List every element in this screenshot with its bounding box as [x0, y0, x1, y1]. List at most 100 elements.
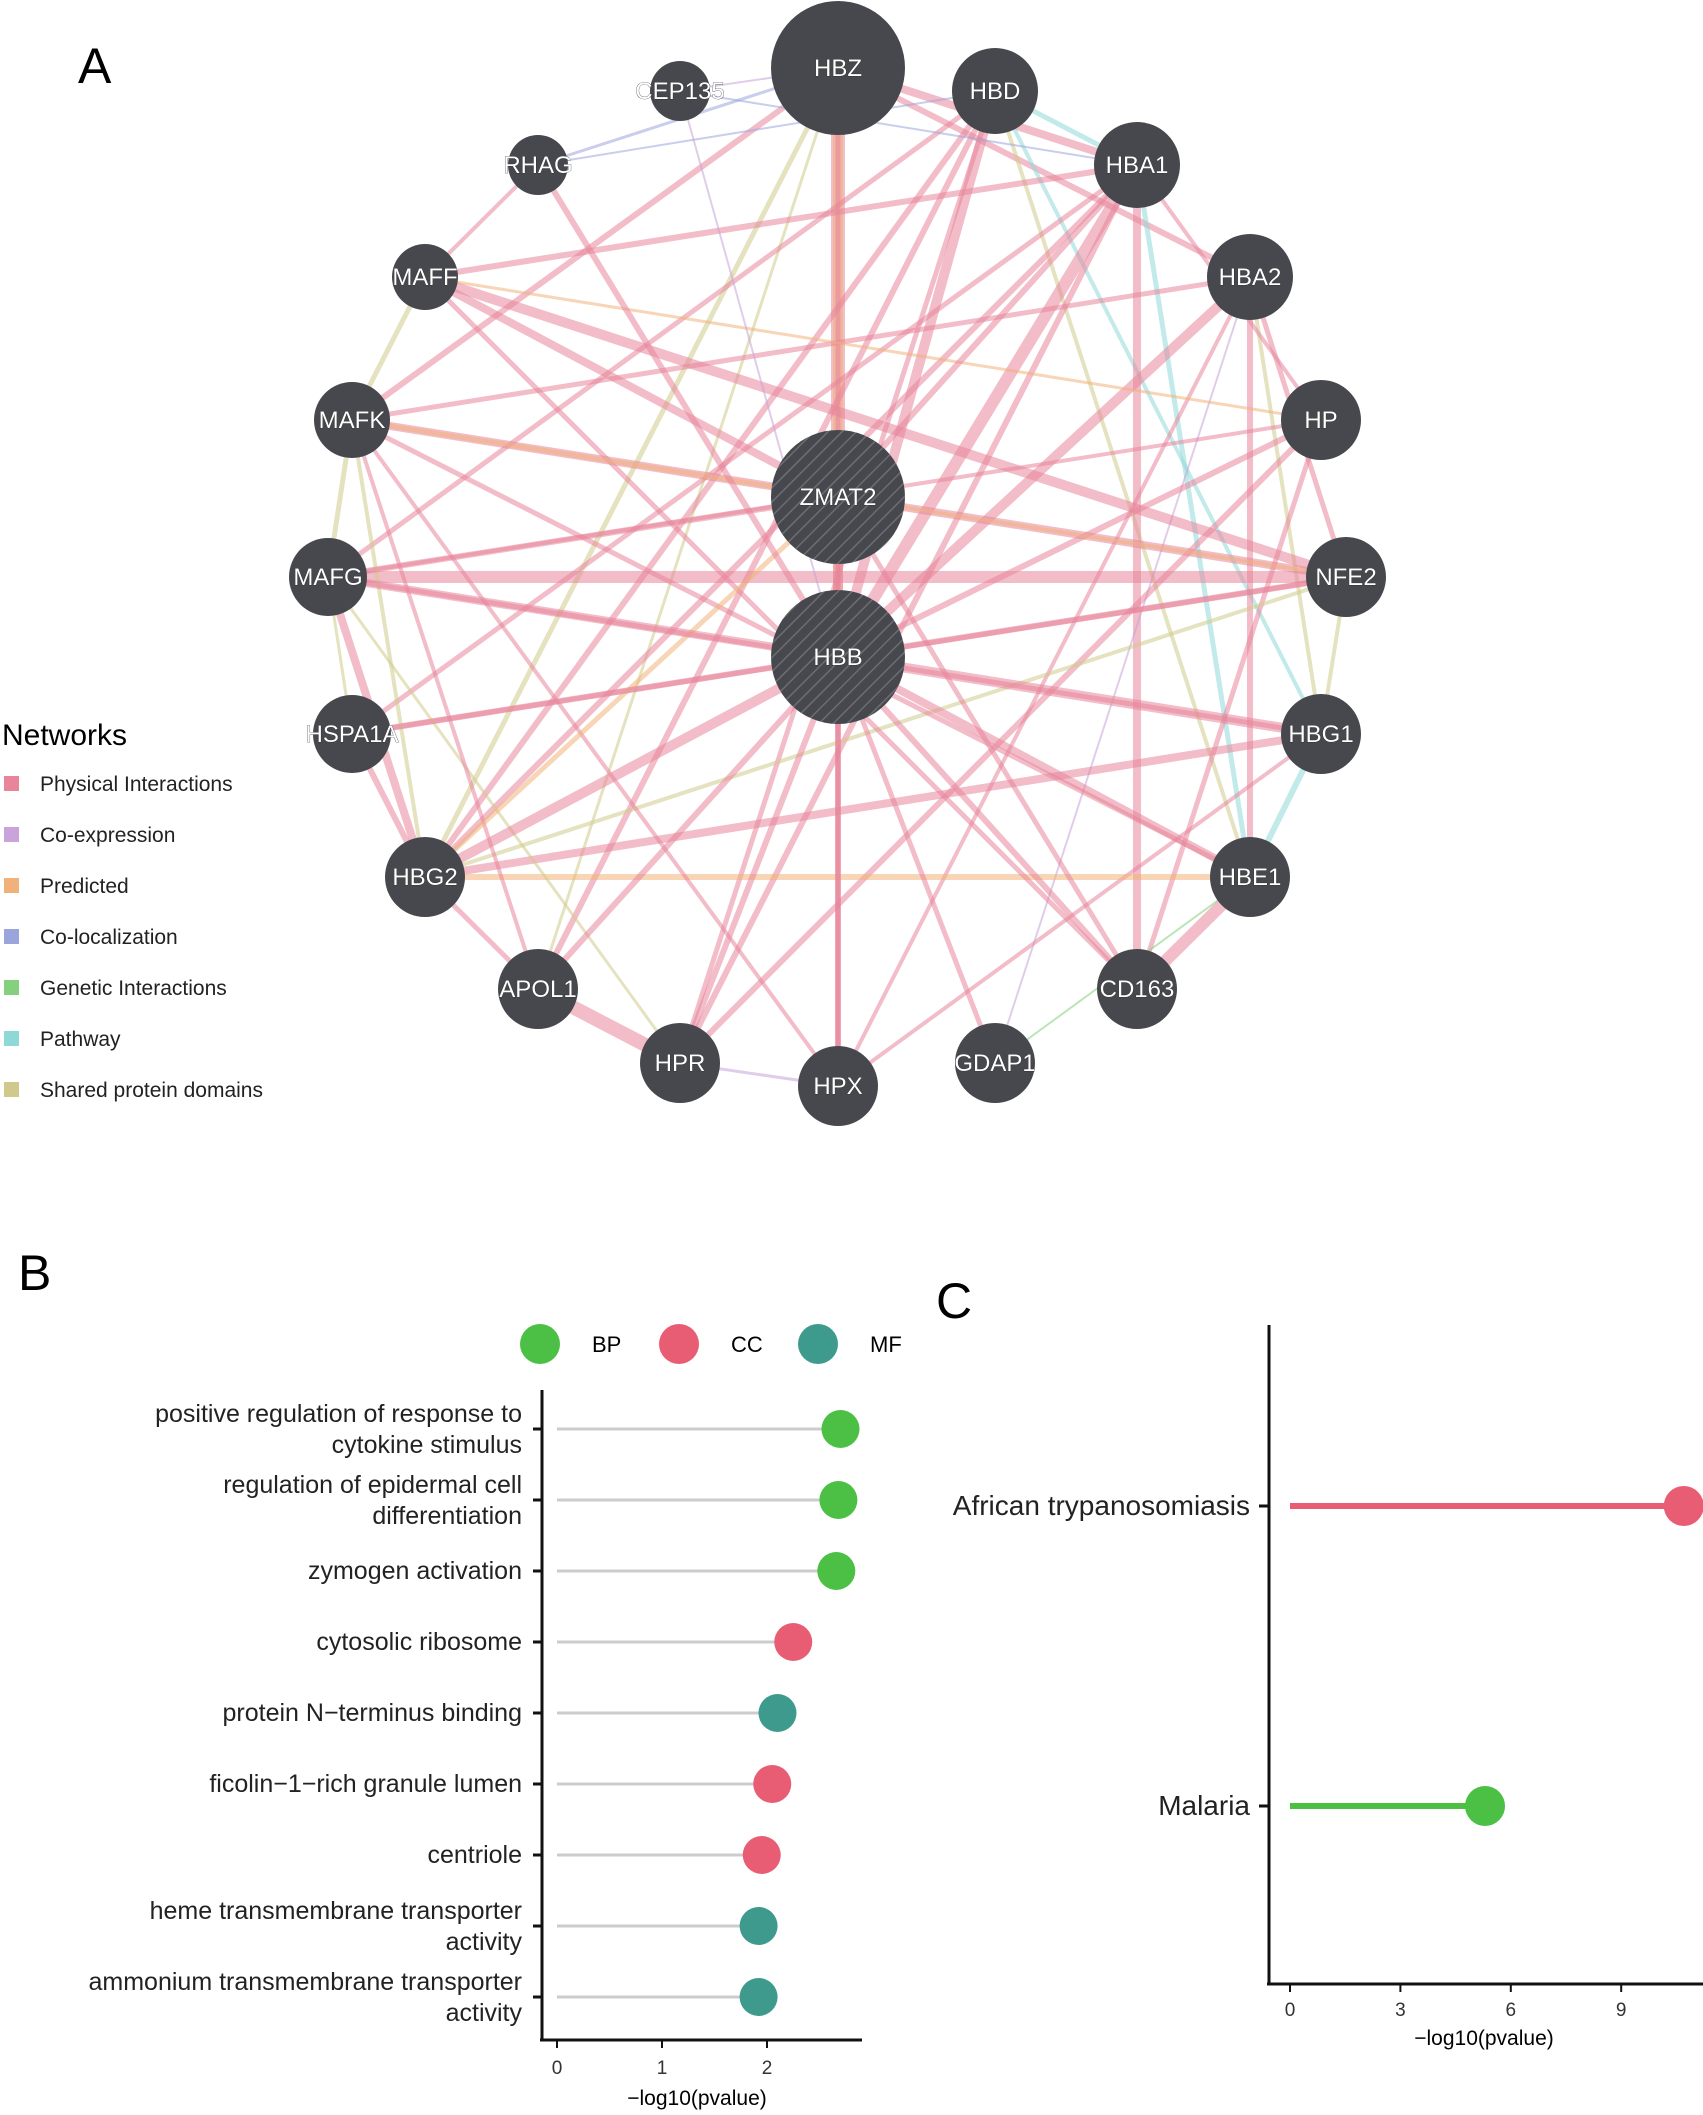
network-edge: [993, 89, 1252, 879]
node-maff[interactable]: MAFF: [392, 244, 458, 310]
node-label: HBA2: [1219, 264, 1282, 291]
go-term-row: cytosolic ribosome: [316, 1623, 813, 1661]
node-label: HBB: [813, 644, 862, 671]
node-hp[interactable]: HP: [1281, 380, 1361, 460]
lollipop-point: [758, 1694, 797, 1732]
node-hbb[interactable]: HBB: [771, 590, 905, 724]
network-edge: [1248, 275, 1323, 736]
node-circle: [955, 1023, 1035, 1103]
node-circle: [1281, 694, 1361, 774]
go-legend-item-mf: MF: [798, 1324, 902, 1364]
node-hbe1[interactable]: HBE1: [1210, 837, 1290, 917]
network-legend-item: Co-expression: [4, 824, 175, 847]
legend-marker: [659, 1324, 699, 1364]
go-term-row: positive regulation of response tocytoki…: [155, 1400, 860, 1459]
node-hbz[interactable]: HBZ: [771, 1, 905, 135]
node-hbg2[interactable]: HBG2: [385, 837, 465, 917]
lollipop-point: [821, 1410, 860, 1448]
network-edge: [420, 652, 843, 882]
go-term-label: centriole: [428, 1841, 523, 1869]
go-term-label: regulation of epidermal cell: [223, 1471, 522, 1499]
go-term-label: protein N−terminus binding: [223, 1699, 522, 1727]
node-label: HBZ: [814, 55, 862, 82]
network-legend-item: Co-localization: [4, 926, 178, 949]
legend-label: MF: [870, 1332, 902, 1357]
network-edge: [835, 162, 1140, 500]
network-edge: [833, 86, 1000, 662]
node-mafk[interactable]: MAFK: [314, 382, 390, 458]
node-circle: [392, 244, 458, 310]
lollipop-point: [739, 1978, 778, 2016]
legend-marker: [798, 1324, 838, 1364]
node-hpr[interactable]: HPR: [640, 1023, 720, 1103]
node-label: MAFK: [319, 407, 386, 434]
network-legend-item: Physical Interactions: [4, 773, 233, 796]
x-tick-label: 3: [1395, 2000, 1406, 2021]
network-legend-item: Predicted: [4, 875, 129, 898]
node-circle: [508, 135, 568, 195]
node-circle: [771, 430, 905, 564]
network-edge: [325, 88, 998, 580]
network-edge: [835, 494, 1140, 992]
go-term-label: activity: [446, 1999, 523, 2027]
network-edge: [836, 495, 1348, 579]
network-edge: [349, 274, 1253, 423]
node-hbd[interactable]: HBD: [952, 48, 1038, 134]
network-panel: A HBZHBDHBA1HBA2HPNFE2HBG1HBE1CD163GDAP1…: [2, 1, 1386, 1126]
node-cep135[interactable]: CEP135: [635, 61, 725, 121]
go-term-row: protein N−terminus binding: [223, 1694, 797, 1732]
node-circle: [771, 1, 905, 135]
network-edge: [423, 275, 1323, 422]
go-plot: positive regulation of response tocytoki…: [89, 1400, 860, 2079]
network-edge: [535, 654, 841, 992]
node-circle: [313, 695, 391, 773]
network-edge: [836, 732, 1323, 1088]
node-apol1[interactable]: APOL1: [498, 949, 578, 1029]
node-hbg1[interactable]: HBG1: [1281, 694, 1361, 774]
node-circle: [314, 382, 390, 458]
kegg-pathway-label: Malaria: [1158, 1790, 1250, 1821]
node-circle: [1306, 537, 1386, 617]
legend-label: Physical Interactions: [40, 773, 233, 796]
node-label: NFE2: [1315, 564, 1376, 591]
network-legend-title: Networks: [2, 719, 127, 752]
legend-label: Co-expression: [40, 824, 175, 847]
node-label: MAFG: [293, 564, 362, 591]
network-edge: [422, 162, 1140, 280]
lollipop-point: [817, 1552, 856, 1590]
go-legend-item-cc: CC: [659, 1324, 763, 1364]
node-zmat2[interactable]: ZMAT2: [771, 430, 905, 564]
go-term-row: centriole: [428, 1836, 781, 1874]
network-edge: [422, 88, 998, 880]
lollipop-point: [1465, 1786, 1506, 1826]
lollipop-point: [739, 1907, 778, 1945]
legend-swatch: [4, 878, 19, 893]
node-cd163[interactable]: CD163: [1097, 949, 1177, 1029]
node-circle: [952, 48, 1038, 134]
network-edge: [324, 573, 842, 661]
network-edge: [325, 494, 841, 580]
node-rhag[interactable]: RHAG: [503, 135, 573, 195]
node-mafg[interactable]: MAFG: [289, 538, 367, 616]
node-gdap1[interactable]: GDAP1: [954, 1023, 1036, 1103]
node-hspa1a[interactable]: HSPA1A: [305, 695, 399, 773]
node-hba1[interactable]: HBA1: [1094, 122, 1180, 208]
lollipop-point: [742, 1836, 781, 1874]
node-label: HPX: [813, 1073, 862, 1100]
go-term-label: cytokine stimulus: [332, 1431, 522, 1459]
network-legend-item: Pathway: [4, 1028, 121, 1051]
legend-label: CC: [731, 1332, 763, 1357]
node-hpx[interactable]: HPX: [798, 1046, 878, 1126]
node-hba2[interactable]: HBA2: [1207, 234, 1293, 320]
network-edge: [835, 654, 1140, 992]
node-circle: [1281, 380, 1361, 460]
node-circle: [771, 590, 905, 724]
network-edge: [677, 654, 841, 1066]
legend-label: BP: [592, 1332, 621, 1357]
node-label: CD163: [1100, 976, 1175, 1003]
legend-swatch: [4, 1082, 19, 1097]
network-edge: [350, 418, 427, 879]
node-nfe2[interactable]: NFE2: [1306, 537, 1386, 617]
